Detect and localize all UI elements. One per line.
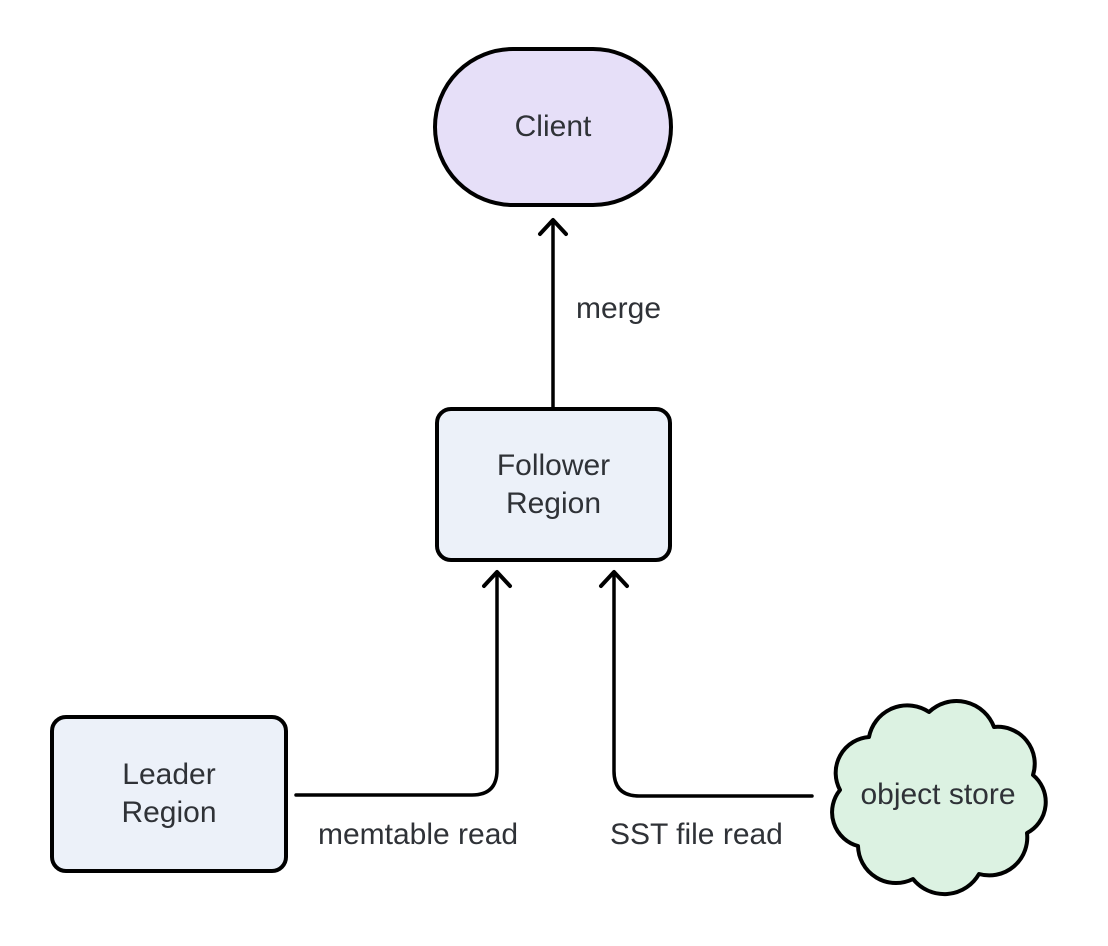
edge-sst-file-read-label: SST file read [610, 818, 783, 851]
node-object-store-label: object store [838, 697, 1038, 893]
node-object-store-cloud-shape [830, 699, 1048, 897]
node-leader-region-shape [50, 715, 288, 873]
node-leader-region-label: Leader Region [50, 715, 288, 873]
node-follower-region-label: Follower Region [435, 407, 672, 562]
node-follower-region-label-text: Follower Region [496, 448, 611, 520]
node-client-label-text: Client [514, 110, 592, 143]
arrow-up-icon [482, 570, 512, 588]
node-client-shape [433, 47, 673, 207]
edge-merge-label: merge [576, 292, 662, 325]
node-leader-region-label-text: Leader Region [121, 758, 217, 829]
node-client-label: Client [433, 47, 673, 207]
edge-merge [538, 218, 568, 412]
edge-memtable-read-line [294, 570, 499, 797]
arrow-up-icon [599, 570, 629, 588]
edge-sst-file-read [599, 570, 814, 798]
arrow-up-icon [538, 218, 568, 236]
node-object-store-label-text: object store [860, 778, 1016, 811]
node-follower-region-shape [435, 407, 672, 562]
edge-memtable-read-label: memtable read [318, 818, 519, 851]
edge-memtable-read [294, 570, 512, 797]
edge-sst-file-read-line [612, 570, 814, 798]
